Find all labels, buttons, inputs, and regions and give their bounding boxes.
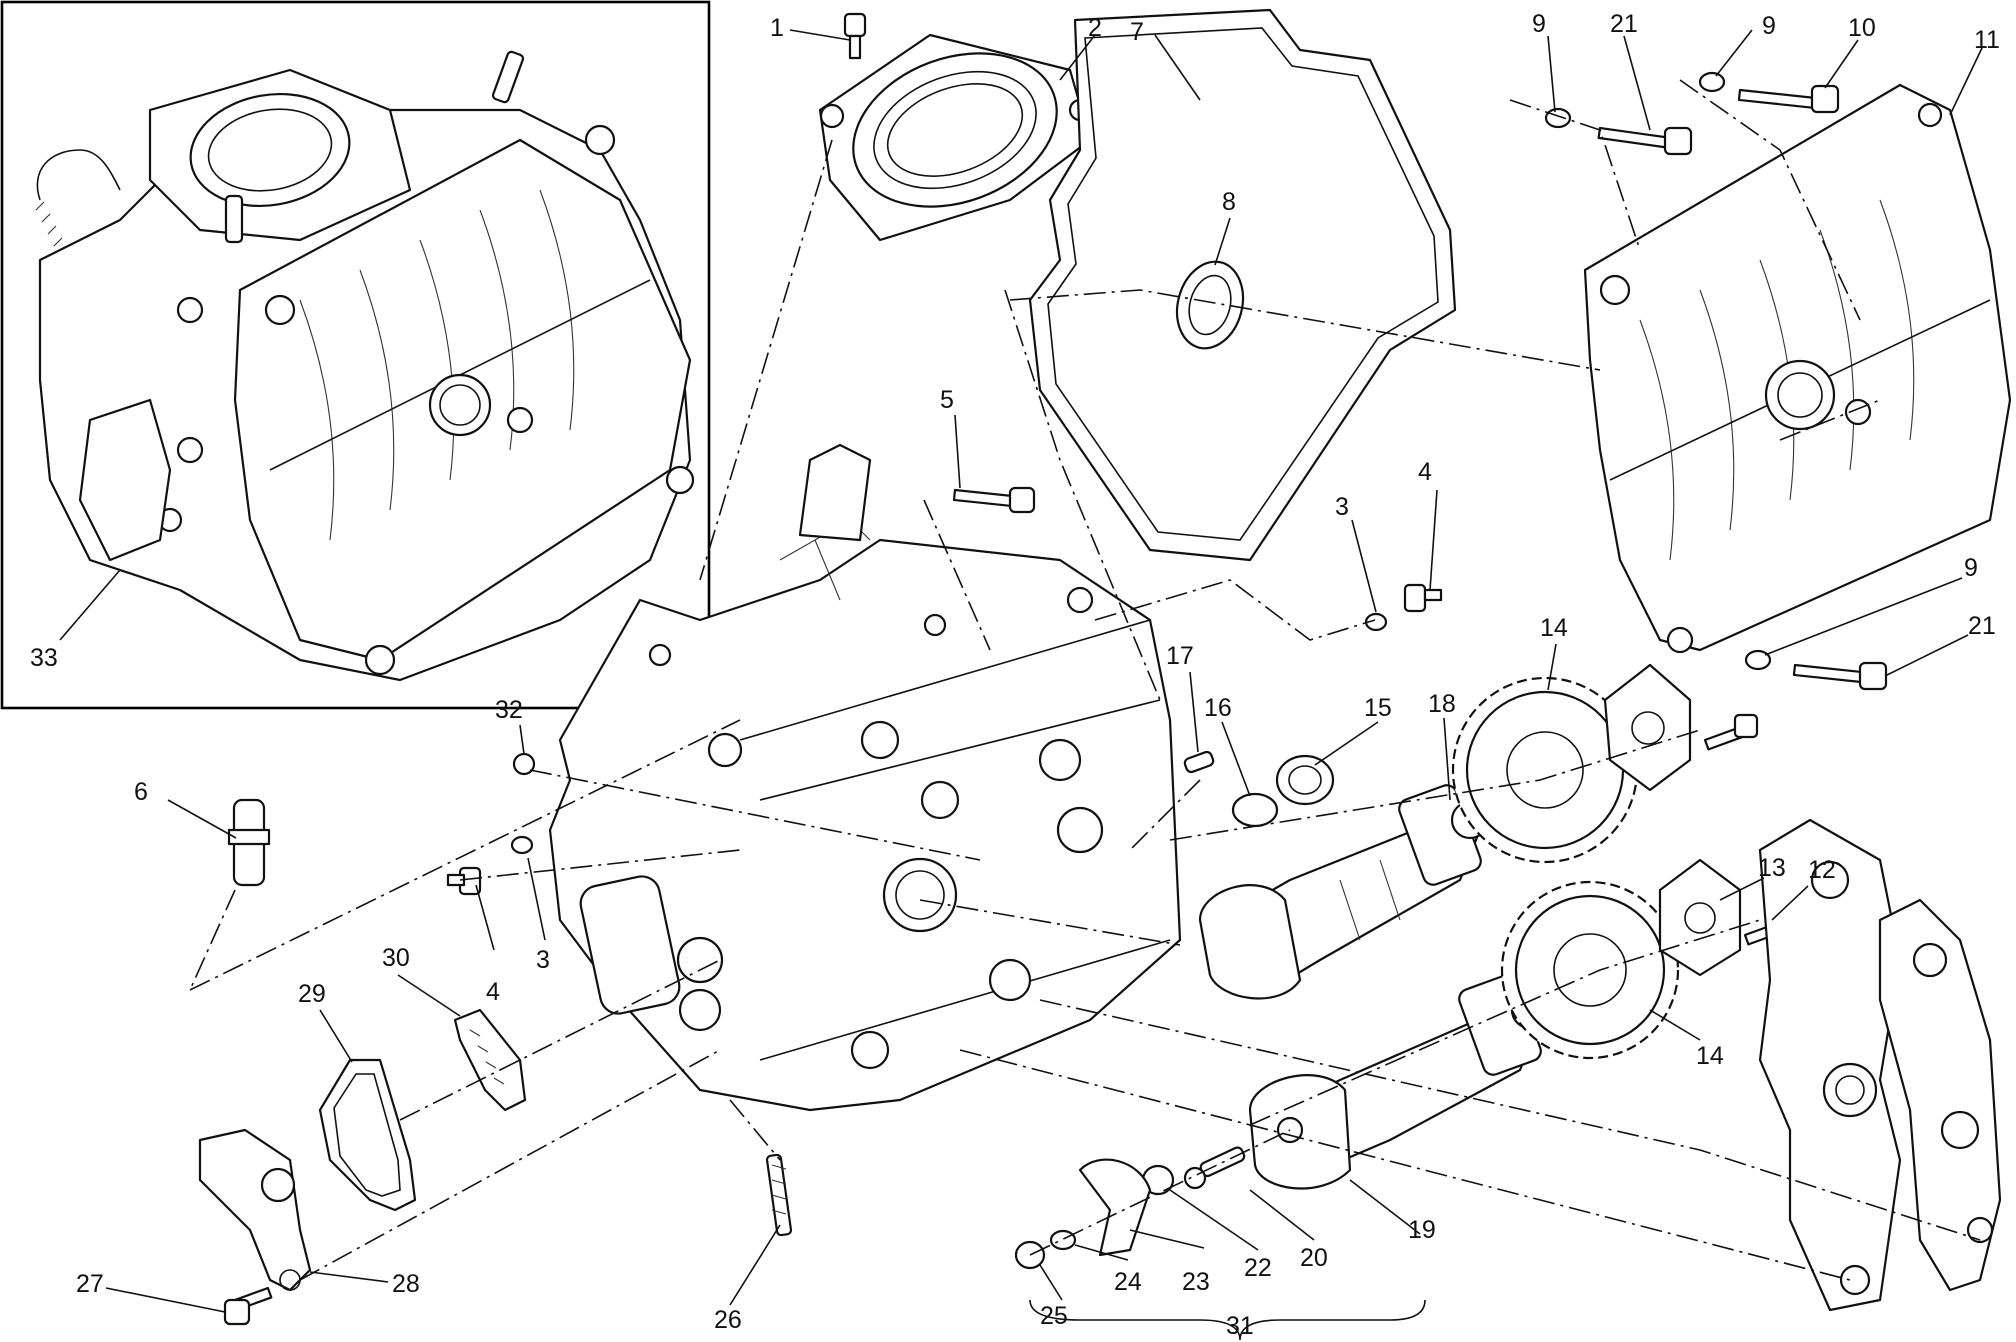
callout-9-top-left: 9 [1532, 10, 1546, 38]
screw-21-top [1597, 126, 1693, 156]
gear-screw-12-upper [1703, 713, 1759, 751]
timing-chain [36, 149, 121, 201]
callout-7: 7 [1130, 18, 1144, 46]
breather-fitting-4-left [446, 866, 482, 896]
callout-3-right: 3 [1335, 493, 1349, 521]
callout-13: 13 [1758, 854, 1786, 882]
callout-1: 1 [770, 14, 784, 42]
cylinder-head [548, 443, 1182, 1112]
callout-3-left: 3 [536, 946, 550, 974]
callout-8: 8 [1222, 188, 1236, 216]
callout-20: 20 [1300, 1244, 1328, 1272]
callout-25: 25 [1040, 1302, 1068, 1330]
callout-16: 16 [1204, 694, 1232, 722]
screw-10 [1737, 84, 1840, 114]
inset-frame [0, 0, 711, 710]
washer-24 [1049, 1229, 1077, 1251]
gear-plate-lower [1658, 858, 1742, 977]
dowel-17 [1183, 750, 1215, 774]
callout-6: 6 [134, 778, 148, 806]
callout-33: 33 [30, 644, 58, 672]
callout-21-top: 21 [1610, 10, 1638, 38]
callout-14-lower: 14 [1696, 1042, 1724, 1070]
callout-9-lower: 9 [1964, 554, 1978, 582]
stud-26 [765, 1153, 793, 1237]
washer-9-lower [1744, 649, 1772, 671]
callout-2: 2 [1088, 14, 1102, 42]
cam-bracket-28 [198, 1128, 312, 1292]
valve-cover-gasket [1028, 8, 1457, 562]
callout-32: 32 [495, 696, 523, 724]
washer-9-top-left [1544, 107, 1572, 129]
callout-21-lower: 21 [1968, 612, 1996, 640]
breather-fitting-4-right [1403, 583, 1443, 613]
bracket-31 [1029, 1299, 1426, 1341]
callout-19: 19 [1408, 1216, 1436, 1244]
callout-27: 27 [76, 1270, 104, 1298]
valve-cover [1583, 83, 2012, 654]
callout-4-left: 4 [486, 978, 500, 1006]
cam-gear-lower [1500, 880, 1680, 1060]
camshaft-19 [1248, 974, 1550, 1190]
callout-17: 17 [1166, 642, 1194, 670]
gear-plate-upper [1603, 663, 1692, 792]
decompressor-pin-20 [1183, 1146, 1246, 1190]
callout-11: 11 [1974, 26, 2000, 54]
callout-18: 18 [1428, 690, 1456, 718]
flange-bolt [843, 12, 867, 60]
callout-31: 31 [1226, 1312, 1254, 1340]
callout-23: 23 [1182, 1268, 1210, 1296]
callout-5: 5 [940, 386, 954, 414]
stud-6 [227, 798, 271, 887]
inset-stud [491, 50, 525, 104]
gasket-29 [318, 1058, 417, 1212]
leader-lines [59, 29, 1983, 1313]
callout-26: 26 [714, 1306, 742, 1334]
callout-14-upper: 14 [1540, 614, 1568, 642]
callout-29: 29 [298, 980, 326, 1008]
callout-28: 28 [392, 1270, 420, 1298]
callout-15: 15 [1364, 694, 1392, 722]
screw-21-lower [1792, 661, 1888, 691]
washer-9-top-right [1698, 71, 1726, 93]
inset-assembled-head [0, 0, 711, 710]
screw-27 [223, 1286, 273, 1326]
reed-filter-30 [453, 1008, 527, 1112]
assembly-lines [189, 79, 1981, 1281]
inset-stud [224, 194, 244, 244]
callout-12: 12 [1808, 856, 1836, 884]
spark-plug-seal [1175, 260, 1245, 350]
decompressor-weight-23 [1078, 1158, 1152, 1257]
plug-15 [1275, 754, 1335, 806]
cam-support-left [1758, 818, 1902, 1312]
inset-cam-support [78, 398, 172, 562]
callout-22: 22 [1244, 1254, 1272, 1282]
washer-3-left [510, 835, 534, 855]
callout-30: 30 [382, 944, 410, 972]
inset-spark-plug-hole [428, 373, 492, 437]
seal-ring-16 [1231, 792, 1279, 828]
intake-flange [818, 33, 1092, 242]
callout-24: 24 [1114, 1268, 1142, 1296]
screw-5 [952, 486, 1036, 514]
callout-numbers: 1 2 7 8 9 21 9 10 11 9 21 4 3 5 6 32 17 … [30, 10, 2000, 1340]
callout-9-top-right: 9 [1762, 12, 1776, 40]
callout-10: 10 [1848, 14, 1876, 42]
cam-support-right [1878, 898, 2002, 1292]
callout-4-right: 4 [1418, 458, 1432, 486]
